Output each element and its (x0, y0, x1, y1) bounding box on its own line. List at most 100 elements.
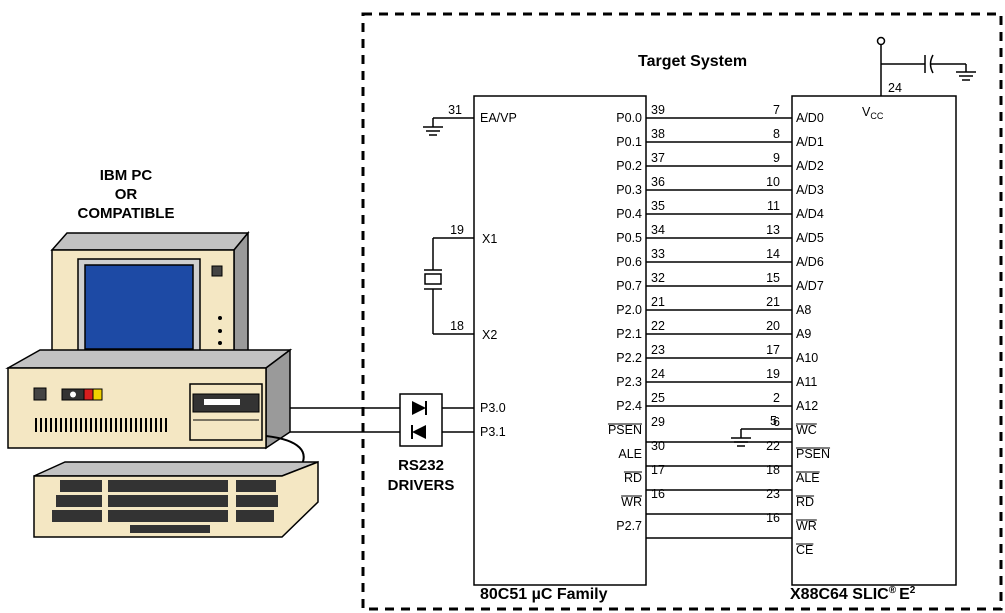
mcu-caption: 80C51 µC Family (480, 586, 608, 603)
rs232-label-line1: RS232 (398, 457, 444, 474)
mcu-pin-num-23: 23 (651, 343, 665, 357)
vcc-supply (876, 36, 976, 96)
mcu-pin-psen: PSEN (608, 423, 642, 437)
mcu-pin-p2-0: P2.0 (616, 303, 642, 317)
target-system-boundary (361, 12, 1003, 611)
mcu-pin-p0-7: P0.7 (616, 279, 642, 293)
eeprom-pin-num-21: 21 (766, 295, 780, 309)
eeprom-caption: X88C64 SLIC®E2 (790, 585, 916, 603)
mcu-pin-p2-2: P2.2 (616, 351, 642, 365)
eeprom-pin-a9: A9 (796, 327, 811, 341)
pc-label-line2: OR (115, 186, 138, 203)
mcu-pin-num-33: 33 (651, 247, 665, 261)
mcu-pin-num-16: 16 (651, 487, 665, 501)
eeprom-pin-psen: PSEN (796, 447, 830, 461)
eeprom-pin-ce: CE (796, 543, 813, 557)
eeprom-pin-num-19: 19 (766, 367, 780, 381)
mcu-pin-num-39: 39 (651, 103, 665, 117)
crystal-icon (424, 237, 474, 335)
eeprom-pin-num-8: 8 (773, 127, 780, 141)
eeprom-pin-num-23: 23 (766, 487, 780, 501)
eeprom-pin-a11: A11 (796, 375, 817, 389)
eeprom-pin-num-5: 5 (770, 414, 777, 428)
eeprom-pin-num-11: 11 (767, 199, 780, 213)
eeprom-pin-num-17: 17 (766, 343, 780, 357)
eeprom-pin-a-d4: A/D4 (796, 207, 824, 221)
mcu-pin-p0-0: P0.0 (616, 111, 642, 125)
mcu-pin-num-x2: 18 (450, 319, 464, 333)
mcu-pin-p30: P3.0 (480, 401, 506, 415)
eeprom-pin-a-d6: A/D6 (796, 255, 824, 269)
mcu-pin-num-21: 21 (651, 295, 665, 309)
mcu-pin-rd: RD (624, 471, 642, 485)
mcu-pin-num-29: 29 (651, 415, 665, 429)
mcu-pin-p0-6: P0.6 (616, 255, 642, 269)
wc-ground-icon (731, 428, 792, 447)
mcu-pin-p2-7: P2.7 (616, 519, 642, 533)
mcu-pin-p0-5: P0.5 (616, 231, 642, 245)
eeprom-pin-num-6: 6 (773, 415, 780, 429)
mcu-pin-p0-3: P0.3 (616, 183, 642, 197)
mcu-pin-p31: P3.1 (480, 425, 506, 439)
mcu-pin-num-37: 37 (651, 151, 665, 165)
eeprom-pin-num-13: 13 (766, 223, 780, 237)
eeprom-pin-rd: RD (796, 495, 814, 509)
eeprom-vcc-pin-num: 24 (888, 81, 902, 95)
mcu-pin-eavp: EA/VP (480, 111, 517, 125)
pc-label-line3: COMPATIBLE (78, 205, 175, 222)
mcu-pin-num-eavp: 31 (448, 103, 462, 117)
eeprom-pin-num-16: 16 (766, 511, 780, 525)
ground-icon (423, 117, 474, 136)
target-system-title: Target System (638, 53, 747, 70)
mcu-pin-p2-4: P2.4 (616, 399, 642, 413)
eeprom-pins: A/D0 7A/D1 8A/D2 9A/D3 10A/D4 11A/D5 13A/D6 14A… (766, 103, 831, 557)
eeprom-pin-a12: A12 (796, 399, 818, 413)
eeprom-pin-ale: ALE (796, 471, 820, 485)
eeprom-pin-a-d5: A/D5 (796, 231, 824, 245)
eeprom-pin-num-10: 10 (766, 175, 780, 189)
eeprom-pin-a-d0: A/D0 (796, 111, 824, 125)
mcu-pin-p0-2: P0.2 (616, 159, 642, 173)
eeprom-pin-wr: WR (796, 519, 817, 533)
mcu-pin-num-17: 17 (651, 463, 665, 477)
pc-label-line1: IBM PC (100, 167, 153, 184)
mcu-chip (473, 95, 647, 586)
mcu-pin-wr: WR (621, 495, 642, 509)
eeprom-vcc-label: VCC (862, 105, 884, 121)
mcu-pin-num-36: 36 (651, 175, 665, 189)
rs232-drivers (399, 393, 443, 447)
eeprom-pin-wc: WC (796, 423, 817, 437)
rs232-label-line2: DRIVERS (388, 477, 455, 494)
eeprom-pin-a8: A8 (796, 303, 811, 317)
mcu-right-pins: P0.039P0.138P0.237P0.336P0.435P0.534P0.6… (607, 103, 665, 533)
eeprom-pin-a-d2: A/D2 (796, 159, 824, 173)
mcu-pin-num-25: 25 (651, 391, 665, 405)
mcu-pin-num-30: 30 (651, 439, 665, 453)
mcu-pin-p0-4: P0.4 (616, 207, 642, 221)
mcu-pin-num-x1: 19 (450, 223, 464, 237)
eeprom-pin-num-15: 15 (766, 271, 780, 285)
mcu-pin-ale: ALE (618, 447, 642, 461)
mcu-pin-p2-3: P2.3 (616, 375, 642, 389)
eeprom-pin-num-2: 2 (773, 391, 780, 405)
eeprom-pin-num-14: 14 (766, 247, 780, 261)
eeprom-pin-num-9: 9 (773, 151, 780, 165)
bus-wires (646, 117, 792, 539)
mcu-pin-x1: X1 (482, 232, 497, 246)
pc-icon (5, 230, 319, 538)
eeprom-pin-num-22: 22 (766, 439, 780, 453)
mcu-pin-num-24: 24 (651, 367, 665, 381)
mcu-pin-num-34: 34 (651, 223, 665, 237)
mcu-pin-num-32: 32 (651, 271, 665, 285)
eeprom-pin-a-d7: A/D7 (796, 279, 824, 293)
eeprom-chip (791, 95, 957, 586)
eeprom-pin-num-7: 7 (773, 103, 780, 117)
eeprom-pin-a-d1: A/D1 (796, 135, 824, 149)
eeprom-pin-a-d3: A/D3 (796, 183, 824, 197)
mcu-pin-p0-1: P0.1 (616, 135, 642, 149)
eeprom-pin-a10: A10 (796, 351, 818, 365)
eeprom-pin-num-20: 20 (766, 319, 780, 333)
mcu-pin-num-35: 35 (651, 199, 665, 213)
mcu-pin-x2: X2 (482, 328, 497, 342)
